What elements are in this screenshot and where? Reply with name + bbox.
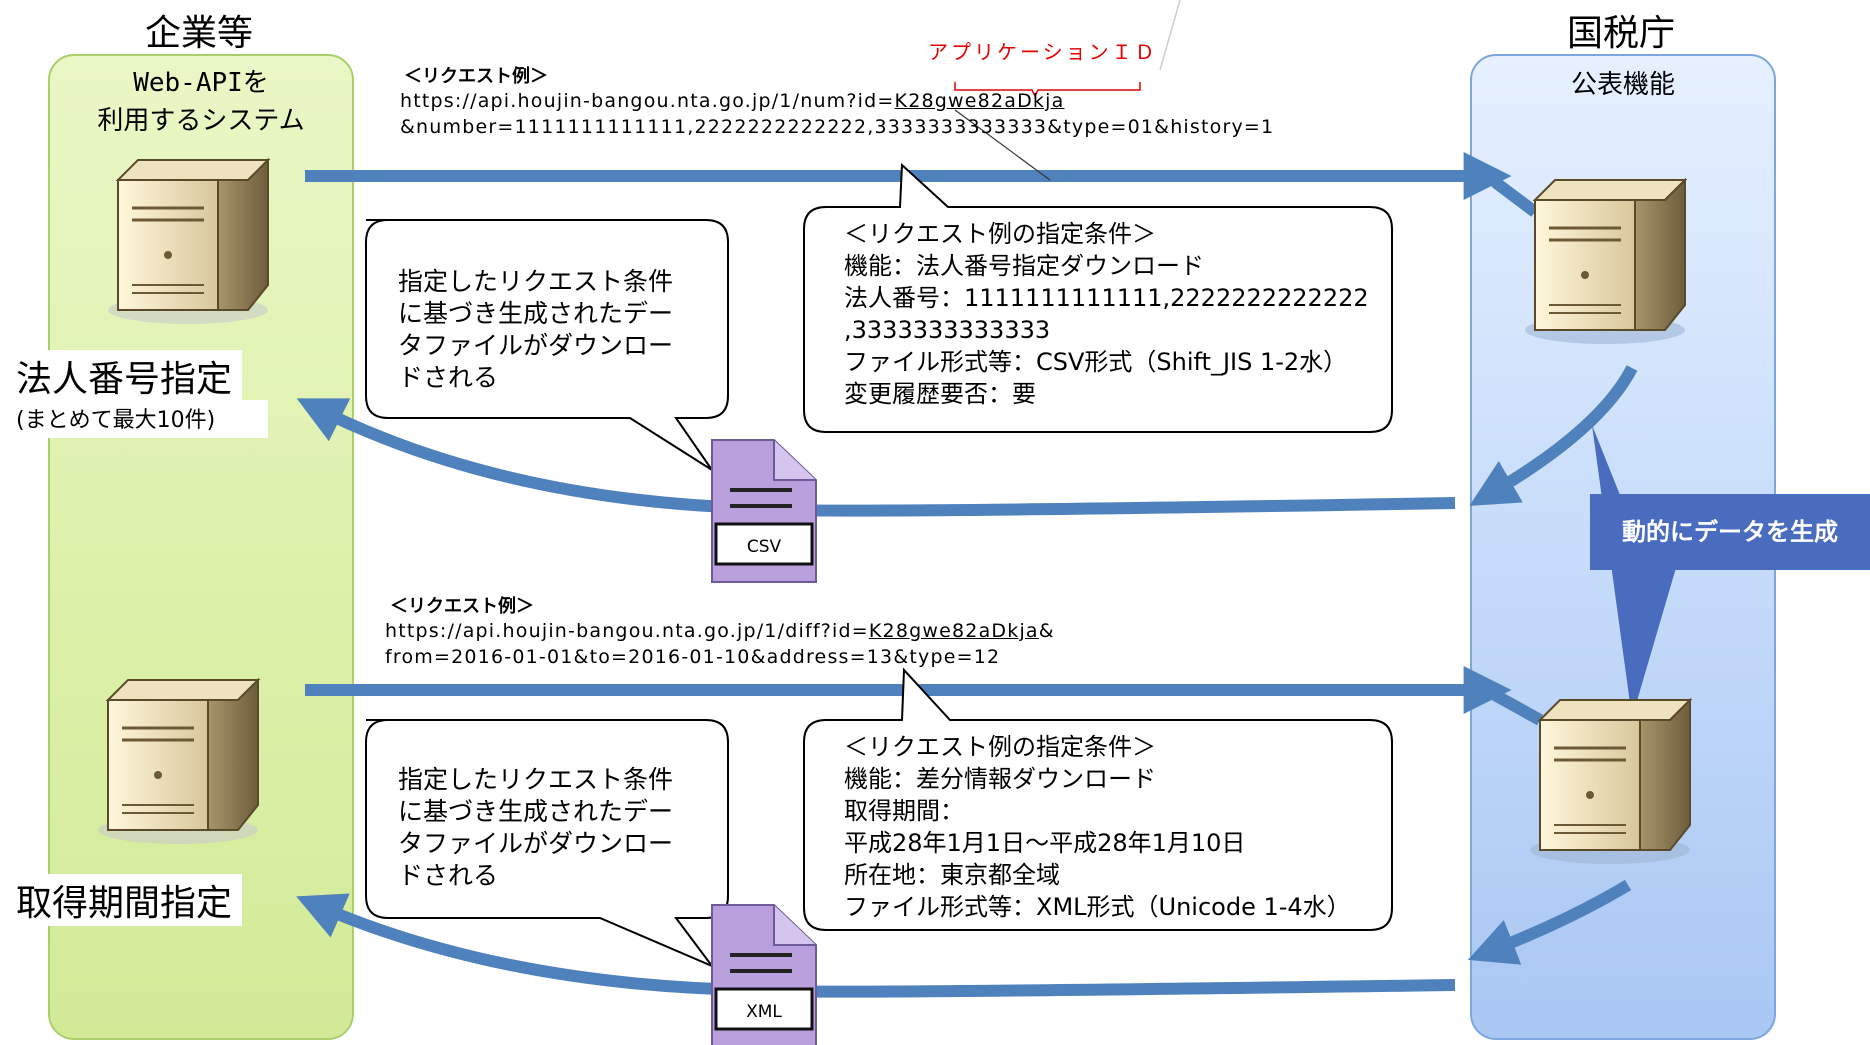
request1-url-line2: &number=1111111111111,2222222222222,3333… — [400, 116, 1275, 138]
side-sublabel-max10: (まとめて最大10件) — [6, 400, 268, 438]
file-type-xml: XML — [746, 1002, 782, 1022]
server-icon — [1525, 177, 1688, 344]
response1-down-arrow — [1469, 365, 1638, 506]
condition2-line: 機能：差分情報ダウンロード — [844, 765, 1156, 793]
condition1-line: 機能：法人番号指定ダウンロード — [844, 252, 1204, 280]
divider-line — [1159, 0, 1181, 71]
app-id-brace — [954, 82, 1141, 98]
callout2-line: に基づき生成されたデー — [398, 797, 674, 826]
dynamic-pointer — [1592, 425, 1690, 718]
condition2-line: 所在地：東京都全域 — [844, 861, 1060, 889]
right-column-title: 国税庁 — [1566, 13, 1675, 54]
condition2-line: 平成28年1月1日～平成28年1月10日 — [844, 829, 1246, 857]
file-icon — [711, 439, 817, 583]
condition1-line: ＜リクエスト例の指定条件＞ — [844, 220, 1156, 248]
request2-url-suffix: & — [1038, 620, 1055, 642]
request2-app-id: K28gwe82aDkja — [868, 620, 1039, 642]
condition1-line: ,3333333333333 — [844, 316, 1051, 344]
right-panel-label: 公表機能 — [1570, 70, 1675, 100]
request2-in-connector — [1492, 689, 1543, 726]
request1-url-line1: https://api.houjin-bangou.nta.go.jp/1/nu… — [400, 90, 1064, 112]
callout2-line: 指定したリクエスト条件 — [398, 765, 674, 794]
file-type-csv: CSV — [746, 537, 782, 557]
request2-url-line2: from=2016-01-01&to=2016-01-10&address=13… — [385, 646, 1001, 668]
side-label-corporate-number: 法人番号指定 — [6, 350, 243, 402]
condition2-text: ＜リクエスト例の指定条件＞ 機能：差分情報ダウンロード 取得期間： 平成28年1… — [844, 731, 1351, 923]
condition1-line: ファイル形式等：CSV形式（Shift_JIS 1-2水） — [844, 348, 1348, 376]
condition1-line: 変更履歴要否：要 — [844, 380, 1036, 408]
request1-label: ＜リクエスト例＞ — [404, 66, 548, 87]
callout1-text: 指定したリクエスト条件 に基づき生成されたデー タファイルがダウンロー ドされる — [398, 266, 673, 394]
request2-url-line1: https://api.houjin-bangou.nta.go.jp/1/di… — [385, 620, 1055, 642]
condition1-line: 法人番号：1111111111111,2222222222222 — [844, 284, 1369, 312]
callout1-line: ドされる — [398, 363, 499, 392]
server-icon — [108, 157, 271, 324]
response2-down-arrow — [1467, 879, 1632, 965]
app-id-pointer-line — [954, 109, 1051, 181]
request2-label: ＜リクエスト例＞ — [390, 596, 534, 617]
condition2-line: ファイル形式等：XML形式（Unicode 1-4水） — [844, 893, 1351, 921]
left-panel-line2: 利用するシステム — [97, 106, 305, 136]
app-id-annotation: アプリケーションＩＤ — [928, 40, 1158, 64]
callout1-line: タファイルがダウンロー — [398, 331, 674, 360]
condition-bubble-2 — [803, 667, 1393, 931]
dynamic-data-label: 動的にデータを生成 — [1590, 494, 1870, 570]
server-icon — [1530, 697, 1693, 864]
file-icon — [711, 904, 817, 1045]
request1-in-connector — [1491, 177, 1539, 217]
condition2-line: 取得期間： — [844, 797, 964, 825]
request2-url-prefix: https://api.houjin-bangou.nta.go.jp/1/di… — [385, 620, 869, 642]
request1-app-id: K28gwe82aDkja — [894, 90, 1065, 112]
left-column-title: 企業等 — [144, 13, 253, 54]
server-icon — [98, 677, 261, 844]
condition2-line: ＜リクエスト例の指定条件＞ — [844, 733, 1156, 761]
condition-bubble-1 — [803, 162, 1393, 433]
callout2-line: タファイルがダウンロー — [398, 829, 674, 858]
side-label-acquisition-period: 取得期間指定 — [6, 874, 243, 926]
callout1-line: に基づき生成されたデー — [398, 299, 674, 328]
condition1-text: ＜リクエスト例の指定条件＞ 機能：法人番号指定ダウンロード 法人番号：11111… — [844, 218, 1369, 410]
left-panel-line1: Web-APIを — [133, 68, 269, 98]
callout2-text: 指定したリクエスト条件 に基づき生成されたデー タファイルがダウンロー ドされる — [398, 764, 673, 892]
callout1-line: 指定したリクエスト条件 — [398, 267, 674, 296]
request1-url-prefix: https://api.houjin-bangou.nta.go.jp/1/nu… — [400, 90, 895, 112]
callout2-line: ドされる — [398, 861, 499, 890]
